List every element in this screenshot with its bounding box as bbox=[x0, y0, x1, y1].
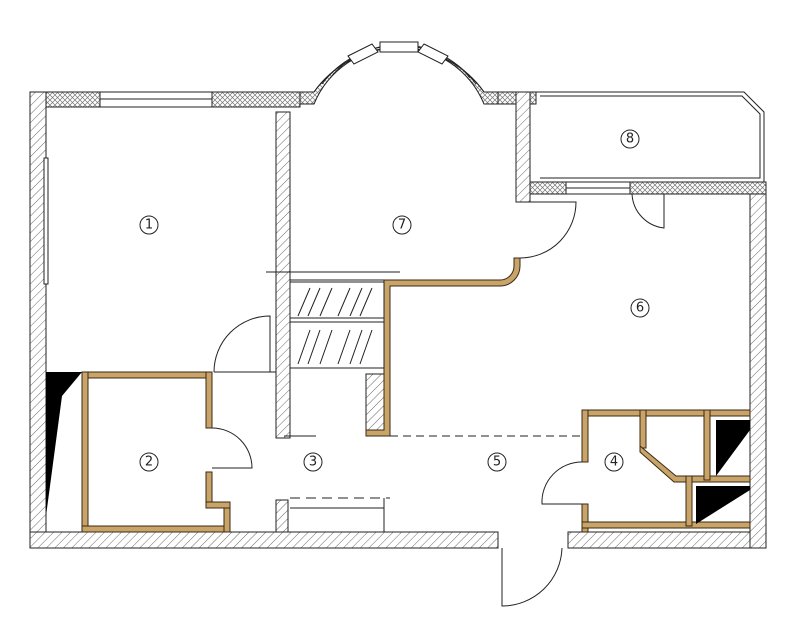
wall-bottom-right bbox=[567, 531, 767, 549]
door-swings bbox=[211, 193, 665, 607]
room-3-label: 3 bbox=[303, 452, 323, 472]
closet-fills bbox=[46, 372, 750, 524]
wall-room8-bottom bbox=[529, 181, 767, 195]
wall-bottom-left bbox=[29, 531, 499, 549]
wall-bottom-stub bbox=[275, 499, 289, 533]
bay-windows bbox=[347, 41, 449, 65]
svg-text:4: 4 bbox=[610, 455, 618, 470]
svg-text:6: 6 bbox=[636, 301, 644, 316]
room-2-label: 2 bbox=[139, 452, 159, 472]
wall-stair-right bbox=[365, 373, 387, 437]
svg-text:8: 8 bbox=[626, 132, 634, 147]
svg-text:1: 1 bbox=[145, 218, 153, 233]
room-labels: 1 2 3 4 5 6 7 8 bbox=[139, 129, 650, 472]
bay-arch bbox=[299, 44, 499, 105]
partitions bbox=[81, 257, 751, 533]
svg-text:5: 5 bbox=[493, 455, 501, 470]
room-5-label: 5 bbox=[487, 452, 507, 472]
wall-room8-left bbox=[515, 91, 531, 203]
window-top-room1 bbox=[99, 91, 213, 108]
window-left-room1 bbox=[43, 157, 49, 285]
interior-walls bbox=[275, 111, 387, 533]
svg-text:2: 2 bbox=[145, 455, 153, 470]
svg-text:7: 7 bbox=[398, 218, 406, 233]
wall-1-7 bbox=[275, 111, 291, 273]
exterior-walls bbox=[29, 91, 767, 549]
wall-stair-left bbox=[275, 271, 291, 439]
room-6-label: 6 bbox=[630, 298, 650, 318]
room-7-label: 7 bbox=[392, 215, 412, 235]
balcony-outline bbox=[536, 91, 765, 183]
room-8-label: 8 bbox=[620, 129, 640, 149]
svg-text:3: 3 bbox=[309, 455, 317, 470]
wall-right bbox=[749, 183, 767, 549]
window-room8 bbox=[565, 181, 631, 195]
stairs bbox=[214, 271, 400, 373]
passage-lines bbox=[284, 435, 582, 532]
room-4-label: 4 bbox=[604, 452, 624, 472]
room-1-label: 1 bbox=[139, 215, 159, 235]
